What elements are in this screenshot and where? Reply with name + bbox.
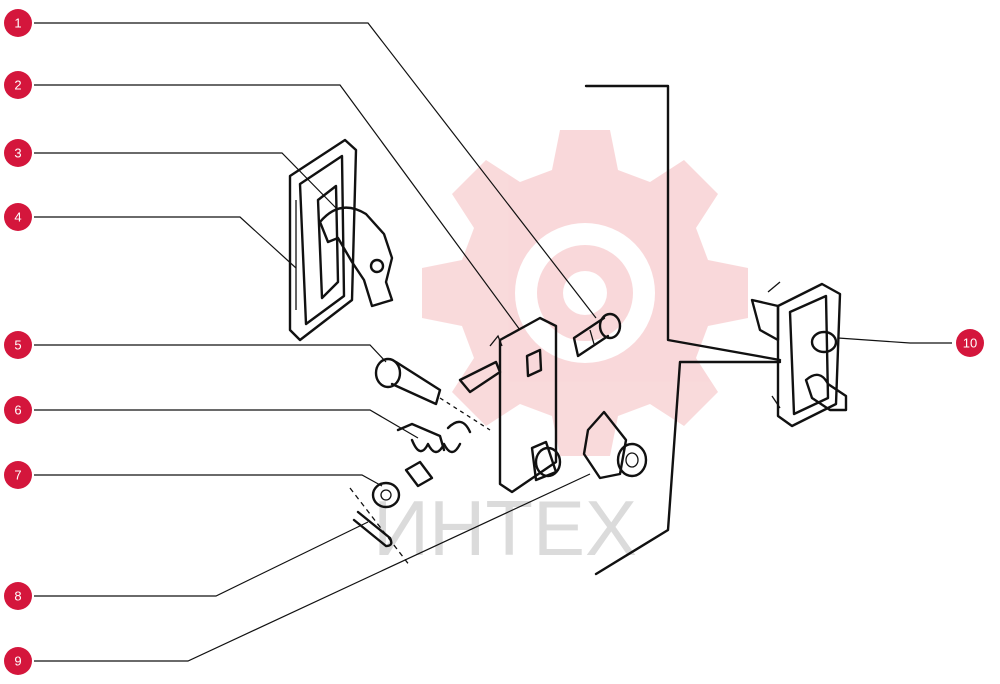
callout-9: 9 xyxy=(4,647,32,675)
callout-1: 1 xyxy=(4,9,32,37)
plate-frame-part xyxy=(288,138,358,342)
callout-7: 7 xyxy=(4,461,32,489)
callout-number: 7 xyxy=(14,468,21,483)
callout-number: 8 xyxy=(14,589,21,604)
callout-6: 6 xyxy=(4,396,32,424)
pin-part xyxy=(572,312,622,358)
callout-number: 10 xyxy=(963,336,977,351)
callout-10: 10 xyxy=(956,329,984,357)
lock-plate-part xyxy=(458,316,558,494)
handle-assembly-part xyxy=(750,281,848,428)
leader-lines xyxy=(34,22,952,662)
lock-cylinder-part xyxy=(582,410,648,480)
bushing-pin-part xyxy=(374,357,491,431)
callout-number: 3 xyxy=(14,146,21,161)
washer-part xyxy=(371,481,401,509)
watermark-text: ИНТЕХ xyxy=(373,484,637,572)
latch-lever-part xyxy=(318,206,394,308)
watermark-gear-logo xyxy=(422,130,748,456)
roller-part xyxy=(530,440,562,482)
callout-3: 3 xyxy=(4,139,32,167)
callout-number: 2 xyxy=(14,78,21,93)
callout-4: 4 xyxy=(4,203,32,231)
callout-number: 5 xyxy=(14,338,21,353)
assembly-bracket xyxy=(584,84,782,576)
callout-number: 4 xyxy=(14,210,21,225)
callout-number: 1 xyxy=(14,16,21,31)
spring-part xyxy=(396,420,472,488)
callout-8: 8 xyxy=(4,582,32,610)
cotter-pin-part xyxy=(349,487,411,567)
callout-number: 6 xyxy=(14,403,21,418)
callout-5: 5 xyxy=(4,331,32,359)
callout-2: 2 xyxy=(4,71,32,99)
callout-number: 9 xyxy=(14,654,21,669)
